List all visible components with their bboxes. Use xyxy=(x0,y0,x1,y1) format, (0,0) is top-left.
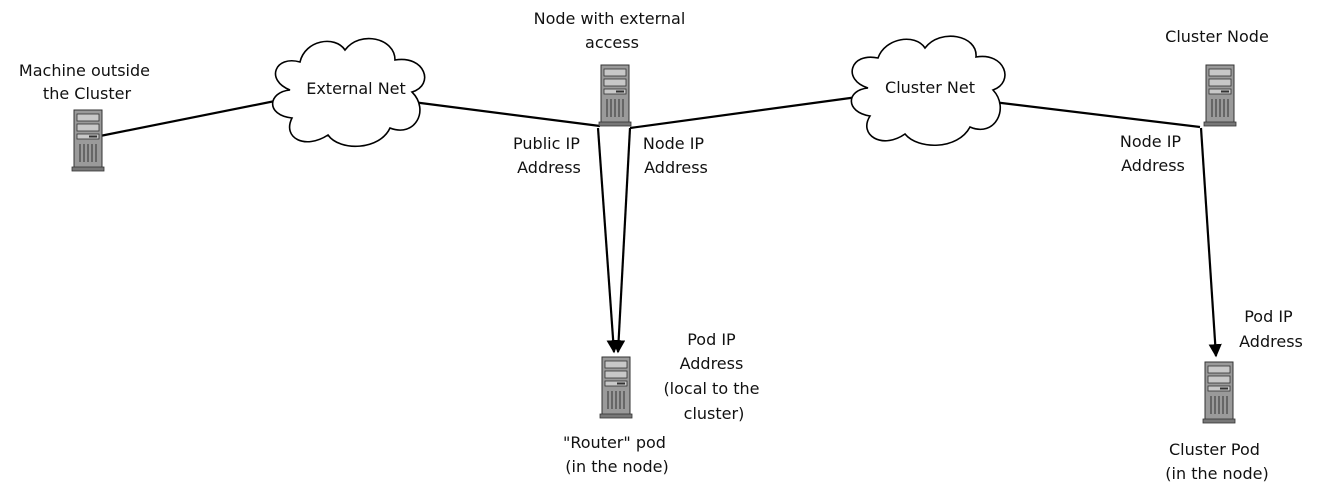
cluster-pod-server-icon xyxy=(1202,361,1236,424)
link-public-ip-to-router-pod xyxy=(596,127,620,354)
link-node-ip-to-router-pod xyxy=(612,127,632,354)
link-node-to-cluster-net xyxy=(629,94,866,130)
cluster-net-label: Cluster Net xyxy=(885,78,975,97)
external-node-label: Node with external access xyxy=(534,9,691,52)
public-ip-address-label: Public IP Address xyxy=(513,134,585,177)
cluster-node-label: Cluster Node xyxy=(1165,27,1269,46)
link-cluster-node-to-cluster-pod xyxy=(1199,127,1222,358)
cluster-node-server-icon xyxy=(1203,64,1237,127)
link-external-net-to-node xyxy=(404,99,601,128)
outside-machine-server-icon xyxy=(71,109,105,172)
router-pod-server-icon xyxy=(599,356,633,419)
router-pod-ip-address-label: Pod IP Address (local to the cluster) xyxy=(663,330,764,423)
cluster-node-ip-address-label: Node IP Address xyxy=(1120,132,1186,175)
router-pod-label: "Router" pod (in the node) xyxy=(563,433,671,476)
external-node-ip-address-label: Node IP Address xyxy=(643,134,709,177)
external-net-cloud: External Net xyxy=(272,37,426,148)
cluster-pod-label: Cluster Pod (in the node) xyxy=(1165,440,1268,483)
external-node-server-icon xyxy=(598,64,632,127)
cluster-pod-ip-address-label: Pod IP Address xyxy=(1239,307,1303,351)
outside-machine-label: Machine outside the Cluster xyxy=(19,61,155,103)
external-net-label: External Net xyxy=(306,79,406,98)
cluster-net-cloud: Cluster Net xyxy=(850,35,1006,146)
link-outside-to-external-net xyxy=(99,96,291,138)
link-cluster-net-to-cluster-node xyxy=(984,99,1201,129)
